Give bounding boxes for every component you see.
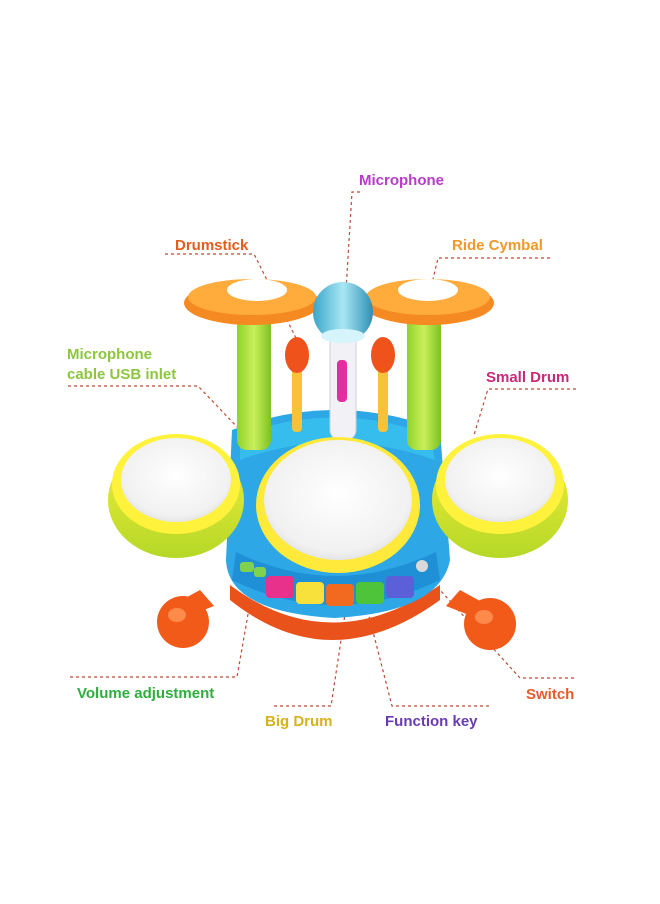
leader-ride-cymbal — [429, 257, 550, 293]
leader-microphone — [345, 191, 360, 291]
leader-big-drum — [274, 613, 346, 707]
drumsticks — [285, 337, 395, 432]
drum-base — [157, 585, 516, 650]
label-small-drum: Small Drum — [486, 369, 570, 386]
leader-volume — [70, 602, 251, 678]
label-ride-cymbal: Ride Cymbal — [452, 237, 543, 254]
leader-mic-cable — [68, 385, 241, 431]
control-panel — [232, 552, 440, 606]
left-small-drum — [108, 434, 244, 558]
leader-small-drum — [473, 388, 576, 436]
right-pole — [407, 310, 441, 450]
leader-function-key — [367, 611, 489, 707]
big-drum-illustration — [256, 437, 420, 573]
left-pole — [237, 310, 271, 450]
label-drumstick: Drumstick — [175, 237, 249, 254]
label-function-key: Function key — [385, 713, 478, 730]
right-small-drum — [432, 434, 568, 558]
label-mic-cable-line2: cable USB inlet — [67, 366, 177, 383]
right-cymbal — [362, 279, 494, 325]
label-microphone: Microphone — [359, 172, 444, 189]
left-cymbal — [184, 279, 320, 325]
label-big-drum: Big Drum — [265, 713, 333, 730]
microphone-illustration — [313, 282, 373, 441]
label-mic-cable-line1: Microphone — [67, 346, 152, 363]
label-volume-adjustment: Volume adjustment — [77, 685, 215, 702]
label-switch: Switch — [526, 686, 575, 703]
